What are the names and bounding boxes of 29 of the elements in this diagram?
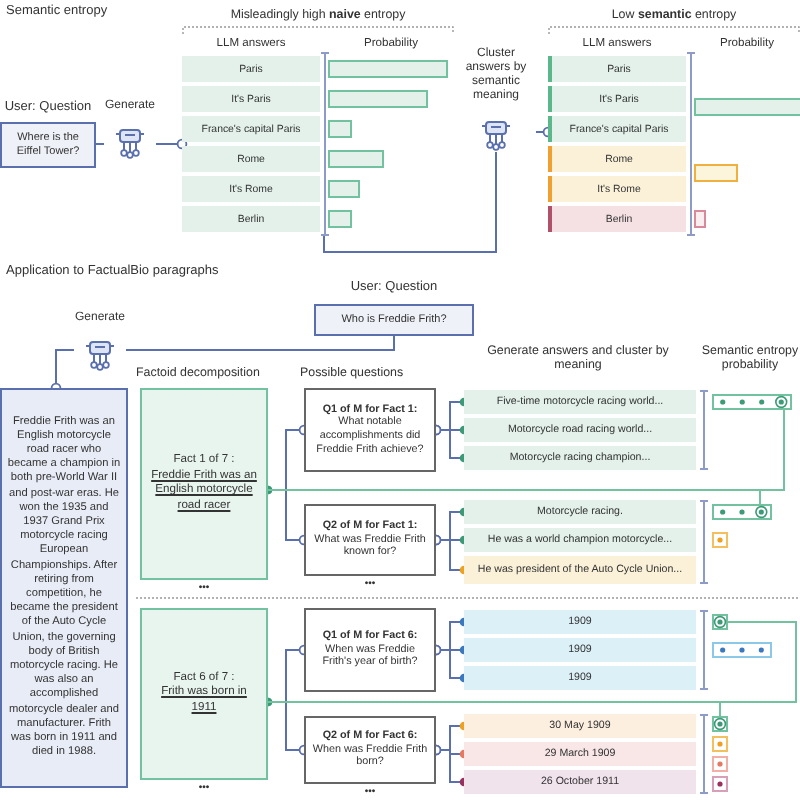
connector-line bbox=[323, 151, 497, 253]
connector-line bbox=[263, 697, 310, 756]
question-box bbox=[304, 504, 436, 576]
question-box bbox=[304, 388, 436, 472]
connector-line bbox=[155, 138, 188, 150]
connector-line bbox=[535, 126, 554, 138]
connector-line bbox=[95, 143, 105, 145]
connector-line bbox=[430, 534, 469, 575]
connector-line bbox=[50, 349, 75, 394]
probability-box bbox=[712, 736, 728, 752]
question-box bbox=[304, 608, 436, 692]
question-box bbox=[304, 716, 436, 784]
probability-box bbox=[712, 716, 728, 732]
probability-box bbox=[712, 394, 792, 410]
probability-box bbox=[712, 532, 728, 548]
connector-line bbox=[430, 744, 469, 787]
fact-box bbox=[140, 608, 268, 780]
probability-box bbox=[712, 504, 772, 520]
connector-line bbox=[125, 335, 395, 351]
probability-box bbox=[712, 614, 728, 630]
fact-box bbox=[140, 388, 268, 580]
connector-line bbox=[263, 485, 310, 546]
probability-box bbox=[712, 776, 728, 792]
connector-line bbox=[267, 489, 761, 505]
connector-line bbox=[430, 424, 469, 463]
probability-box bbox=[712, 756, 728, 772]
probability-box bbox=[712, 642, 772, 658]
connector-line bbox=[430, 644, 469, 683]
connector-line bbox=[267, 701, 721, 717]
